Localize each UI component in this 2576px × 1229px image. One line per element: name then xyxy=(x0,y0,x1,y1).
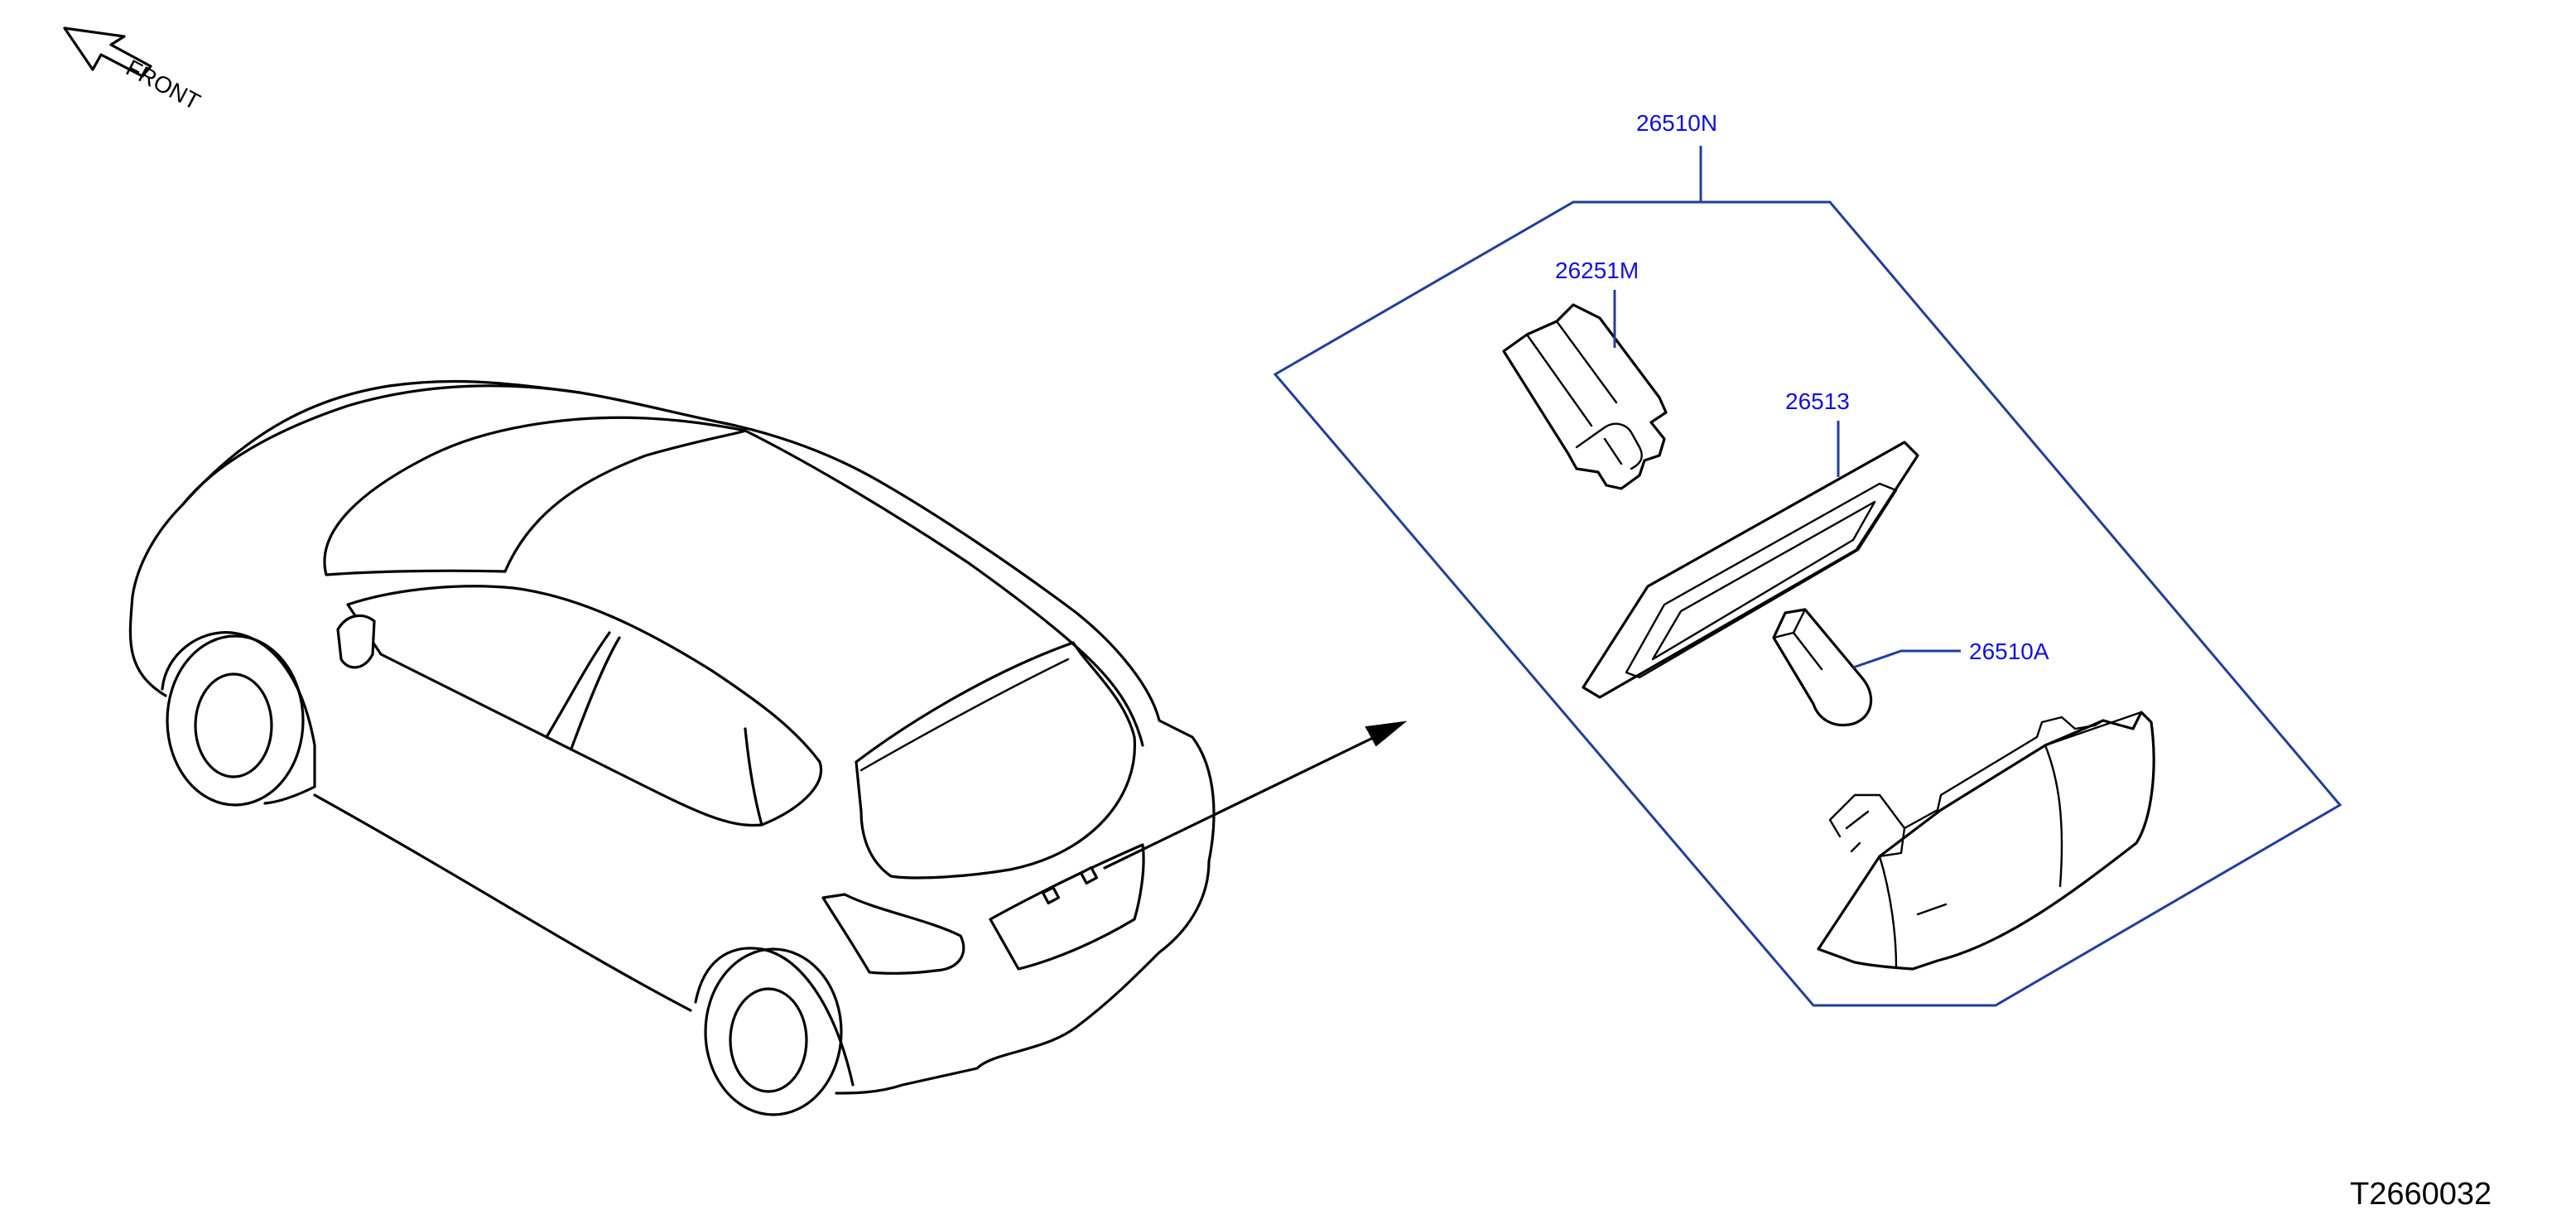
part-lamp-housing xyxy=(1817,711,2155,971)
vehicle-license-plate-area xyxy=(989,843,1145,971)
vehicle-c-pillar xyxy=(744,727,763,827)
vehicle-outline xyxy=(128,379,1216,1116)
figure-id: T2660032 xyxy=(2350,1177,2492,1212)
front-orientation-indicator: FRONT xyxy=(63,27,205,115)
vehicle-roof xyxy=(181,379,747,576)
vehicle-license-lamp-left xyxy=(1041,885,1061,905)
location-arrow-head-icon xyxy=(1365,721,1408,747)
vehicle-front-wheel xyxy=(166,634,305,807)
bulb-base xyxy=(1772,608,1823,671)
front-label: FRONT xyxy=(122,55,205,115)
vehicle-front-arch xyxy=(161,631,316,805)
callout-label-lens: 26513 xyxy=(1785,388,1850,414)
location-arrow-line xyxy=(1103,735,1376,870)
callout-assembly: 26510N xyxy=(1636,110,1717,202)
callout-label-socket: 26251M xyxy=(1555,258,1639,283)
callout-leader-bulb xyxy=(1852,649,1961,669)
vehicle-side-windows xyxy=(346,585,823,827)
location-arrow xyxy=(1103,721,1408,870)
vehicle-body-outline xyxy=(128,384,1216,1095)
front-arrow-icon xyxy=(63,27,152,78)
callout-label-bulb: 26510A xyxy=(1969,639,2049,664)
socket-detail xyxy=(1525,320,1643,470)
part-lens: 26513 xyxy=(1582,388,1919,699)
vehicle-rear-hub xyxy=(729,987,808,1093)
assembly-boundary xyxy=(1273,200,2342,1007)
socket-body xyxy=(1502,303,1668,490)
vehicle-b-pillar xyxy=(545,631,621,750)
vehicle-tail-lamp xyxy=(821,893,965,975)
lens-inner xyxy=(1625,482,1898,679)
vehicle-rear-wheel xyxy=(704,947,843,1116)
vehicle-rear-arch xyxy=(694,947,855,1087)
housing-body xyxy=(1817,711,2155,971)
vehicle-license-lamp-right xyxy=(1079,865,1099,885)
part-bulb: 26510A xyxy=(1772,608,2049,727)
vehicle-mirror xyxy=(336,614,376,669)
part-bulb-socket: 26251M xyxy=(1502,258,1668,490)
vehicle-hatch xyxy=(744,429,1144,880)
vehicle-rear-window xyxy=(859,658,1070,772)
callout-label-assembly: 26510N xyxy=(1636,110,1717,136)
housing-detail xyxy=(1828,711,2143,969)
vehicle-front-hub xyxy=(194,672,273,778)
